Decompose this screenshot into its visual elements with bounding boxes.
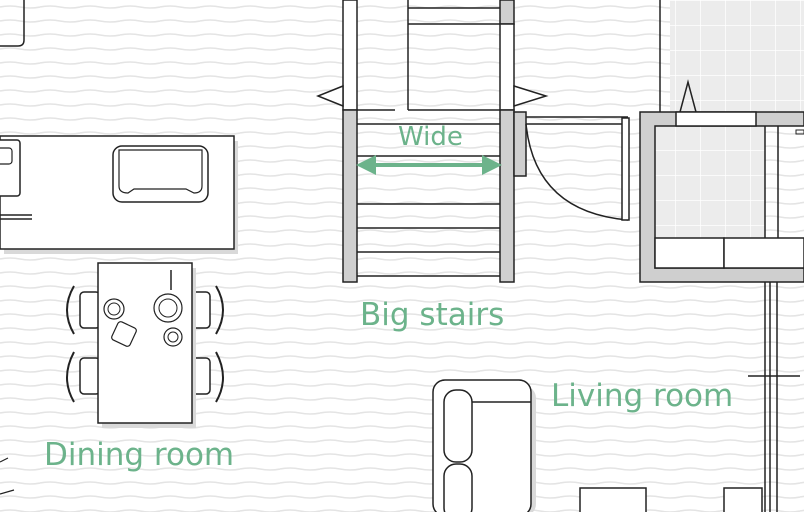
sink-icon	[112, 145, 209, 203]
edge-mark	[0, 457, 15, 495]
big-stairs	[342, 109, 527, 283]
low-cabinet	[579, 487, 647, 512]
living-room-label: Living room	[551, 378, 734, 414]
upper-stair-walls	[315, 0, 697, 113]
tile-floor-top	[670, 0, 804, 112]
side-table	[723, 487, 763, 512]
plate-icon	[103, 270, 183, 347]
door-swing	[525, 116, 630, 221]
cabinet-corner	[0, 0, 25, 47]
big-stairs-label: Big stairs	[360, 297, 505, 333]
sofa-icon	[432, 379, 536, 512]
right-wall	[748, 282, 800, 512]
bathroom-walls	[639, 111, 804, 283]
wide-label: Wide	[398, 122, 463, 152]
dining-set	[66, 262, 224, 428]
stove-icon	[0, 139, 32, 220]
dining-room-label: Dining room	[44, 437, 235, 473]
tile-floor-room	[655, 126, 765, 238]
double-arrow-icon	[356, 155, 502, 175]
